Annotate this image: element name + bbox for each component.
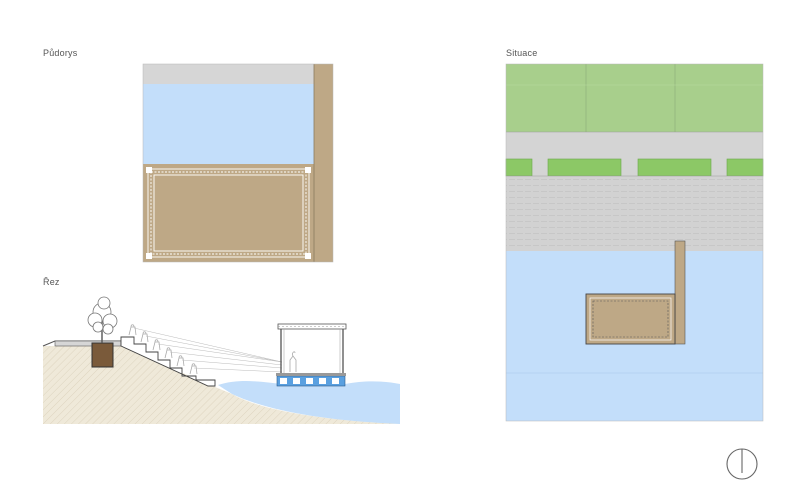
site-plan-title: Situace	[506, 48, 538, 58]
cross-section	[42, 296, 400, 424]
plan-corner-posts	[146, 167, 311, 259]
section-steps	[120, 336, 216, 387]
section-floating-stage	[276, 323, 347, 387]
plan-paving	[143, 64, 314, 84]
site-floating-deck	[585, 293, 676, 345]
section-soil	[43, 346, 400, 424]
floor-plan	[142, 63, 334, 263]
site-hedges	[505, 158, 764, 177]
plan-deck	[143, 164, 314, 262]
plan-railing	[147, 168, 310, 258]
section-water	[218, 381, 400, 424]
site-lawn	[506, 64, 763, 132]
section-title: Řez	[43, 277, 60, 287]
section-sight-lines	[133, 327, 283, 373]
plan-water	[143, 84, 314, 164]
site-walkway	[506, 132, 763, 176]
tree-icon	[87, 296, 118, 343]
site-stepped-seating	[506, 176, 763, 251]
site-pier	[674, 240, 686, 345]
section-planter	[91, 342, 114, 368]
plan-title: Půdorys	[43, 48, 78, 58]
plan-pier	[314, 64, 333, 262]
site-plan	[505, 63, 764, 422]
north-arrow-icon	[726, 448, 758, 480]
section-figures	[128, 324, 198, 375]
